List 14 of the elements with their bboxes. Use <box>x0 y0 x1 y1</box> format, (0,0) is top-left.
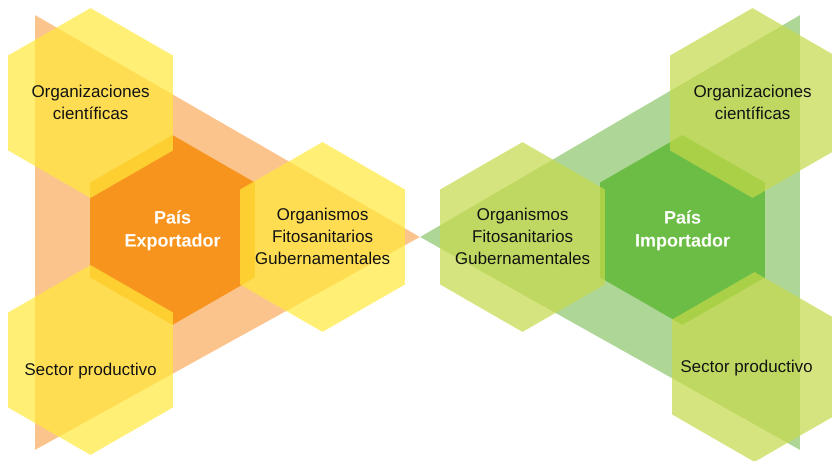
hexagon-label: Organizaciones científicas <box>30 80 151 125</box>
hexagon-label: Sector productivo <box>23 358 158 381</box>
hexagon-label: Organismos Fitosanitarios Gubernamentales <box>254 204 392 270</box>
hexagon <box>8 8 173 198</box>
hexagon <box>240 142 405 332</box>
hexagon-label: Sector productivo <box>679 356 814 378</box>
hexagon-label: País Importador <box>634 206 731 253</box>
hexagon-label: Organismos Fitosanitarios Gubernamentales <box>454 204 592 270</box>
hexagon-label: Organizaciones científicas <box>692 80 813 125</box>
hexagon <box>670 8 832 198</box>
hexagon <box>8 265 173 455</box>
hexagon <box>672 272 832 461</box>
hexagon-label: País Exportador <box>123 206 222 253</box>
hexagon <box>440 142 605 332</box>
